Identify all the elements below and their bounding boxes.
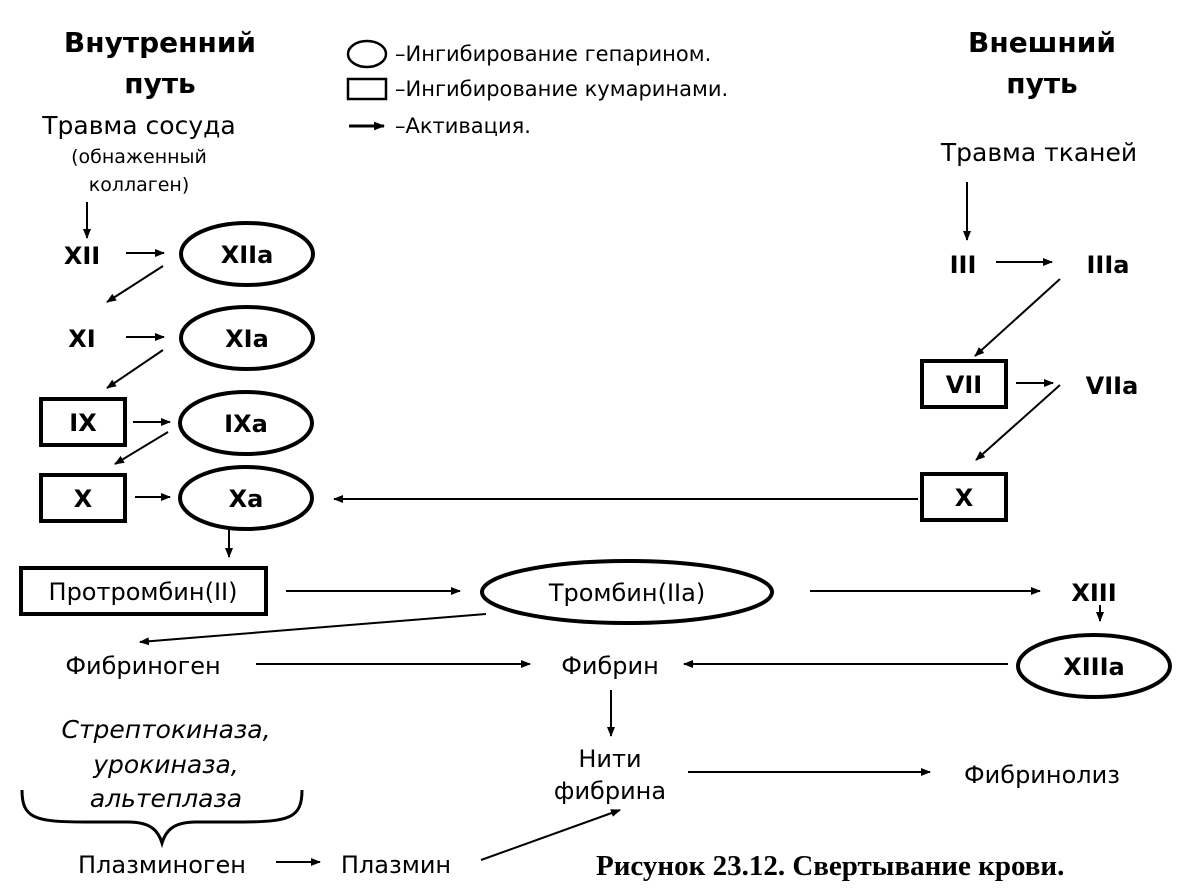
arrow-ixa-to-x <box>114 431 169 465</box>
legend-activation-text: –Активация. <box>395 114 531 138</box>
thrombin: Тромбин(IIa) <box>548 579 705 607</box>
extrinsic-header-line1: Внешний <box>968 26 1116 59</box>
factor-xiiia-ellipse <box>1016 633 1172 699</box>
figure-caption: Рисунок 23.12. Свертывание крови. <box>596 850 1064 882</box>
legend-rect-symbol <box>346 77 388 101</box>
arrow-xia-to-ix <box>106 349 164 389</box>
arrow-xiia-to-xi <box>106 265 164 303</box>
arrow-iiia-to-vii <box>974 278 1061 357</box>
factor-ixa-ellipse <box>178 390 314 456</box>
vessel-trauma-note-1: (обнаженный <box>71 146 207 168</box>
factor-xii: XII <box>64 242 100 270</box>
factor-iii: III <box>950 251 977 279</box>
fibrin-threads-line1: Нити <box>578 745 641 773</box>
drugs-line1: Стрептокиназа, <box>61 715 270 744</box>
prothrombin: Протромбин(II) <box>49 578 238 606</box>
plasmin: Плазмин <box>341 851 451 879</box>
factor-x-intrinsic-box <box>39 473 127 523</box>
factor-viia: VIIa <box>1086 372 1139 400</box>
drugs-line2: урокиназа, <box>92 750 239 779</box>
factor-xa: Xa <box>229 485 264 513</box>
extrinsic-header-line2: путь <box>1006 67 1078 100</box>
factor-xiiia: XIIIa <box>1063 653 1125 681</box>
legend-ellipse-symbol <box>346 39 388 69</box>
fibrin-threads-line2: фибрина <box>554 777 666 805</box>
factor-x-extrinsic: X <box>955 484 974 512</box>
thrombin-ellipse <box>480 559 774 625</box>
factor-ix: IX <box>69 409 97 437</box>
fibrin: Фибрин <box>561 652 659 680</box>
factor-xiii: XIII <box>1071 579 1116 607</box>
factor-x-intrinsic: X <box>74 485 93 513</box>
drugs-line3: альтеплаза <box>90 784 242 813</box>
factor-ix-box <box>39 397 127 447</box>
factor-xiia: XIIa <box>221 241 274 269</box>
intrinsic-header-line2: путь <box>124 67 196 100</box>
prothrombin-box <box>19 566 268 616</box>
drugs-brace <box>20 789 304 849</box>
factor-xi: XI <box>68 325 95 353</box>
intrinsic-header-line1: Внутренний <box>64 26 256 59</box>
factor-iiia: IIIa <box>1087 251 1130 279</box>
factor-vii: VII <box>946 371 982 399</box>
factor-vii-box <box>920 359 1008 409</box>
factor-xa-ellipse <box>178 465 314 531</box>
vessel-trauma-note-2: коллаген) <box>89 174 190 196</box>
vessel-trauma-label: Травма сосуда <box>41 111 236 140</box>
tissue-trauma-label: Травма тканей <box>940 138 1137 167</box>
factor-xia-ellipse <box>179 305 315 371</box>
arrow-thrombin-to-fibrinogen <box>139 613 487 646</box>
factor-x-extrinsic-box <box>920 472 1008 522</box>
fibrinogen: Фибриноген <box>65 652 220 680</box>
arrow-plasmin-to-threads <box>480 809 621 861</box>
factor-xiia-ellipse <box>179 221 315 287</box>
legend-heparin-text: –Ингибирование гепарином. <box>395 42 711 66</box>
arrow-viia-to-x <box>975 384 1061 461</box>
plasminogen: Плазминоген <box>78 851 246 879</box>
legend-coumarin-text: –Ингибирование кумаринами. <box>395 77 728 101</box>
fibrinolysis: Фибринолиз <box>964 761 1120 789</box>
factor-xia: XIa <box>225 325 269 353</box>
factor-ixa: IXa <box>224 410 268 438</box>
